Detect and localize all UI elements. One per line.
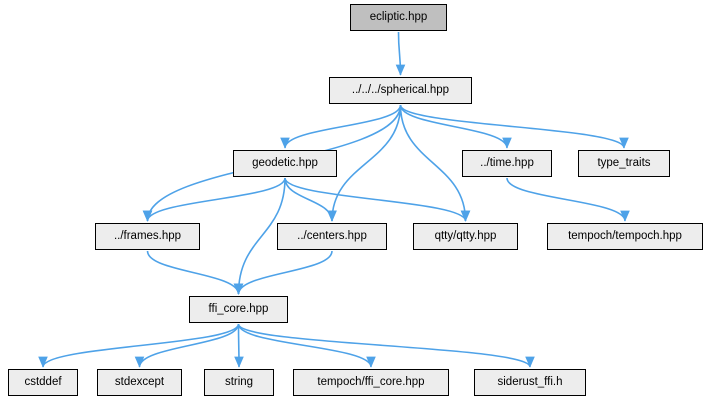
graph-node-label: siderust_ffi.h <box>497 375 563 388</box>
graph-node-tempoch_hpp[interactable]: tempoch/tempoch.hpp <box>547 223 703 250</box>
graph-node-type_traits[interactable]: type_traits <box>578 150 670 177</box>
graph-node-geodetic[interactable]: geodetic.hpp <box>233 150 337 177</box>
graph-node-label: stdexcept <box>114 375 165 388</box>
graph-node-siderust_ffi[interactable]: siderust_ffi.h <box>474 369 586 396</box>
graph-edge-ffi_core-to-cstddef <box>38 323 240 368</box>
graph-node-label: geodetic.hpp <box>252 156 318 169</box>
graph-node-label: ffi_core.hpp <box>208 302 269 315</box>
graph-node-label: type_traits <box>597 156 651 169</box>
graph-edge-frames-to-ffi_core <box>146 250 244 295</box>
graph-edge-geodetic-to-frames <box>142 177 286 222</box>
graph-node-qtty[interactable]: qtty/qtty.hpp <box>413 223 518 250</box>
graph-node-ecliptic[interactable]: ecliptic.hpp <box>350 4 447 31</box>
graph-edge-geodetic-to-qtty <box>284 177 471 222</box>
graph-node-label: cstddef <box>24 375 62 388</box>
graph-edge-ffi_core-to-tempoch_ffi <box>237 323 376 368</box>
graph-node-cstddef[interactable]: cstddef <box>8 369 78 396</box>
graph-edge-centers-to-ffi_core <box>233 250 333 295</box>
graph-node-label: tempoch/tempoch.hpp <box>568 229 682 242</box>
graph-edge-ffi_core-to-siderust_ffi <box>237 323 535 368</box>
graph-edge-spherical-to-qtty <box>399 104 471 222</box>
graph-edge-spherical-to-time <box>399 104 512 149</box>
graph-edge-spherical-to-type_traits <box>399 104 629 149</box>
graph-node-ffi_core[interactable]: ffi_core.hpp <box>189 296 288 323</box>
graph-node-label: qtty/qtty.hpp <box>434 229 497 242</box>
graph-node-label: ../time.hpp <box>480 156 534 169</box>
graph-edge-time-to-tempoch_hpp <box>506 177 630 222</box>
graph-node-label: tempoch/ffi_core.hpp <box>317 375 425 388</box>
graph-edge-ffi_core-to-stdexcept <box>134 323 240 368</box>
graph-node-string[interactable]: string <box>204 369 274 396</box>
graph-node-stdexcept[interactable]: stdexcept <box>97 369 182 396</box>
graph-edge-ecliptic-to-spherical <box>395 31 406 76</box>
graph-node-label: ../centers.hpp <box>297 229 367 242</box>
graph-edge-spherical-to-geodetic <box>280 104 402 149</box>
graph-edge-spherical-to-centers <box>327 104 402 222</box>
graph-node-label: ../../../spherical.hpp <box>351 83 450 96</box>
graph-node-label: ecliptic.hpp <box>369 10 428 23</box>
graph-node-spherical[interactable]: ../../../spherical.hpp <box>329 77 472 104</box>
graph-node-centers[interactable]: ../centers.hpp <box>277 223 387 250</box>
graph-node-tempoch_ffi[interactable]: tempoch/ffi_core.hpp <box>293 369 449 396</box>
graph-edge-geodetic-to-centers <box>284 177 337 222</box>
graph-edge-ffi_core-to-string <box>234 323 244 368</box>
graph-node-label: ../frames.hpp <box>113 229 182 242</box>
graph-node-frames[interactable]: ../frames.hpp <box>95 223 200 250</box>
graph-node-label: string <box>224 375 254 388</box>
graph-node-time[interactable]: ../time.hpp <box>462 150 552 177</box>
